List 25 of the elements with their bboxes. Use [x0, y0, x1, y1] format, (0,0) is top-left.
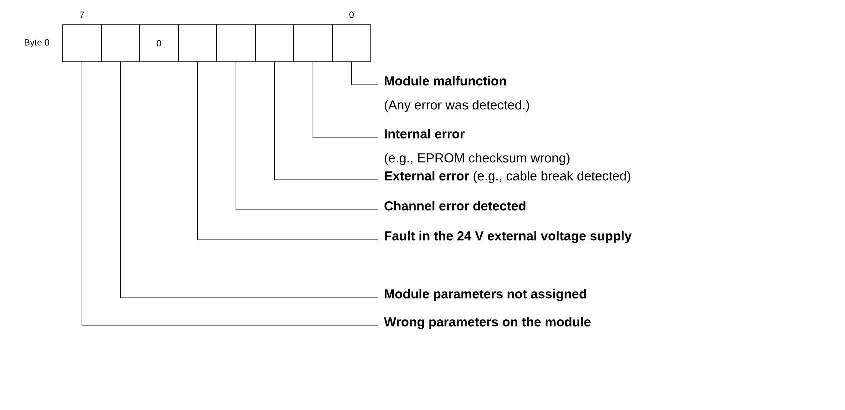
- description-text: Module parameters not assigned: [385, 289, 586, 302]
- bit-number: 0: [350, 12, 354, 18]
- description-text: Wrong parameters on the module: [384, 317, 591, 330]
- description-text: Fault in the 24 V external voltage supply: [385, 231, 632, 244]
- bit-cell: [332, 24, 372, 62]
- description-text: Module malfunction (Any error was detected.): [385, 76, 530, 112]
- leader-line: [120, 62, 378, 298]
- leader-line: [274, 62, 378, 180]
- bit-cell: [62, 24, 102, 62]
- leader-line: [82, 62, 378, 326]
- bit-cell: [178, 24, 218, 62]
- leader-line: [236, 62, 378, 210]
- byte-label: Byte 0: [24, 39, 50, 48]
- description-text: Internal error (e.g., EPROM checksum wrong): [385, 129, 570, 166]
- bit-cell: [294, 24, 333, 62]
- bit-cell: [255, 24, 294, 62]
- description-text: External error (e.g., cable break detected): [385, 171, 631, 184]
- bit-cell: [101, 24, 140, 62]
- leader-line: [312, 62, 378, 138]
- bit-number: 7: [80, 12, 84, 18]
- leader-line: [352, 62, 378, 86]
- bit-cell: [216, 24, 256, 62]
- bit-cell: 0: [140, 24, 179, 62]
- leader-line: [198, 62, 378, 240]
- description-text: Channel error detected: [384, 201, 526, 211]
